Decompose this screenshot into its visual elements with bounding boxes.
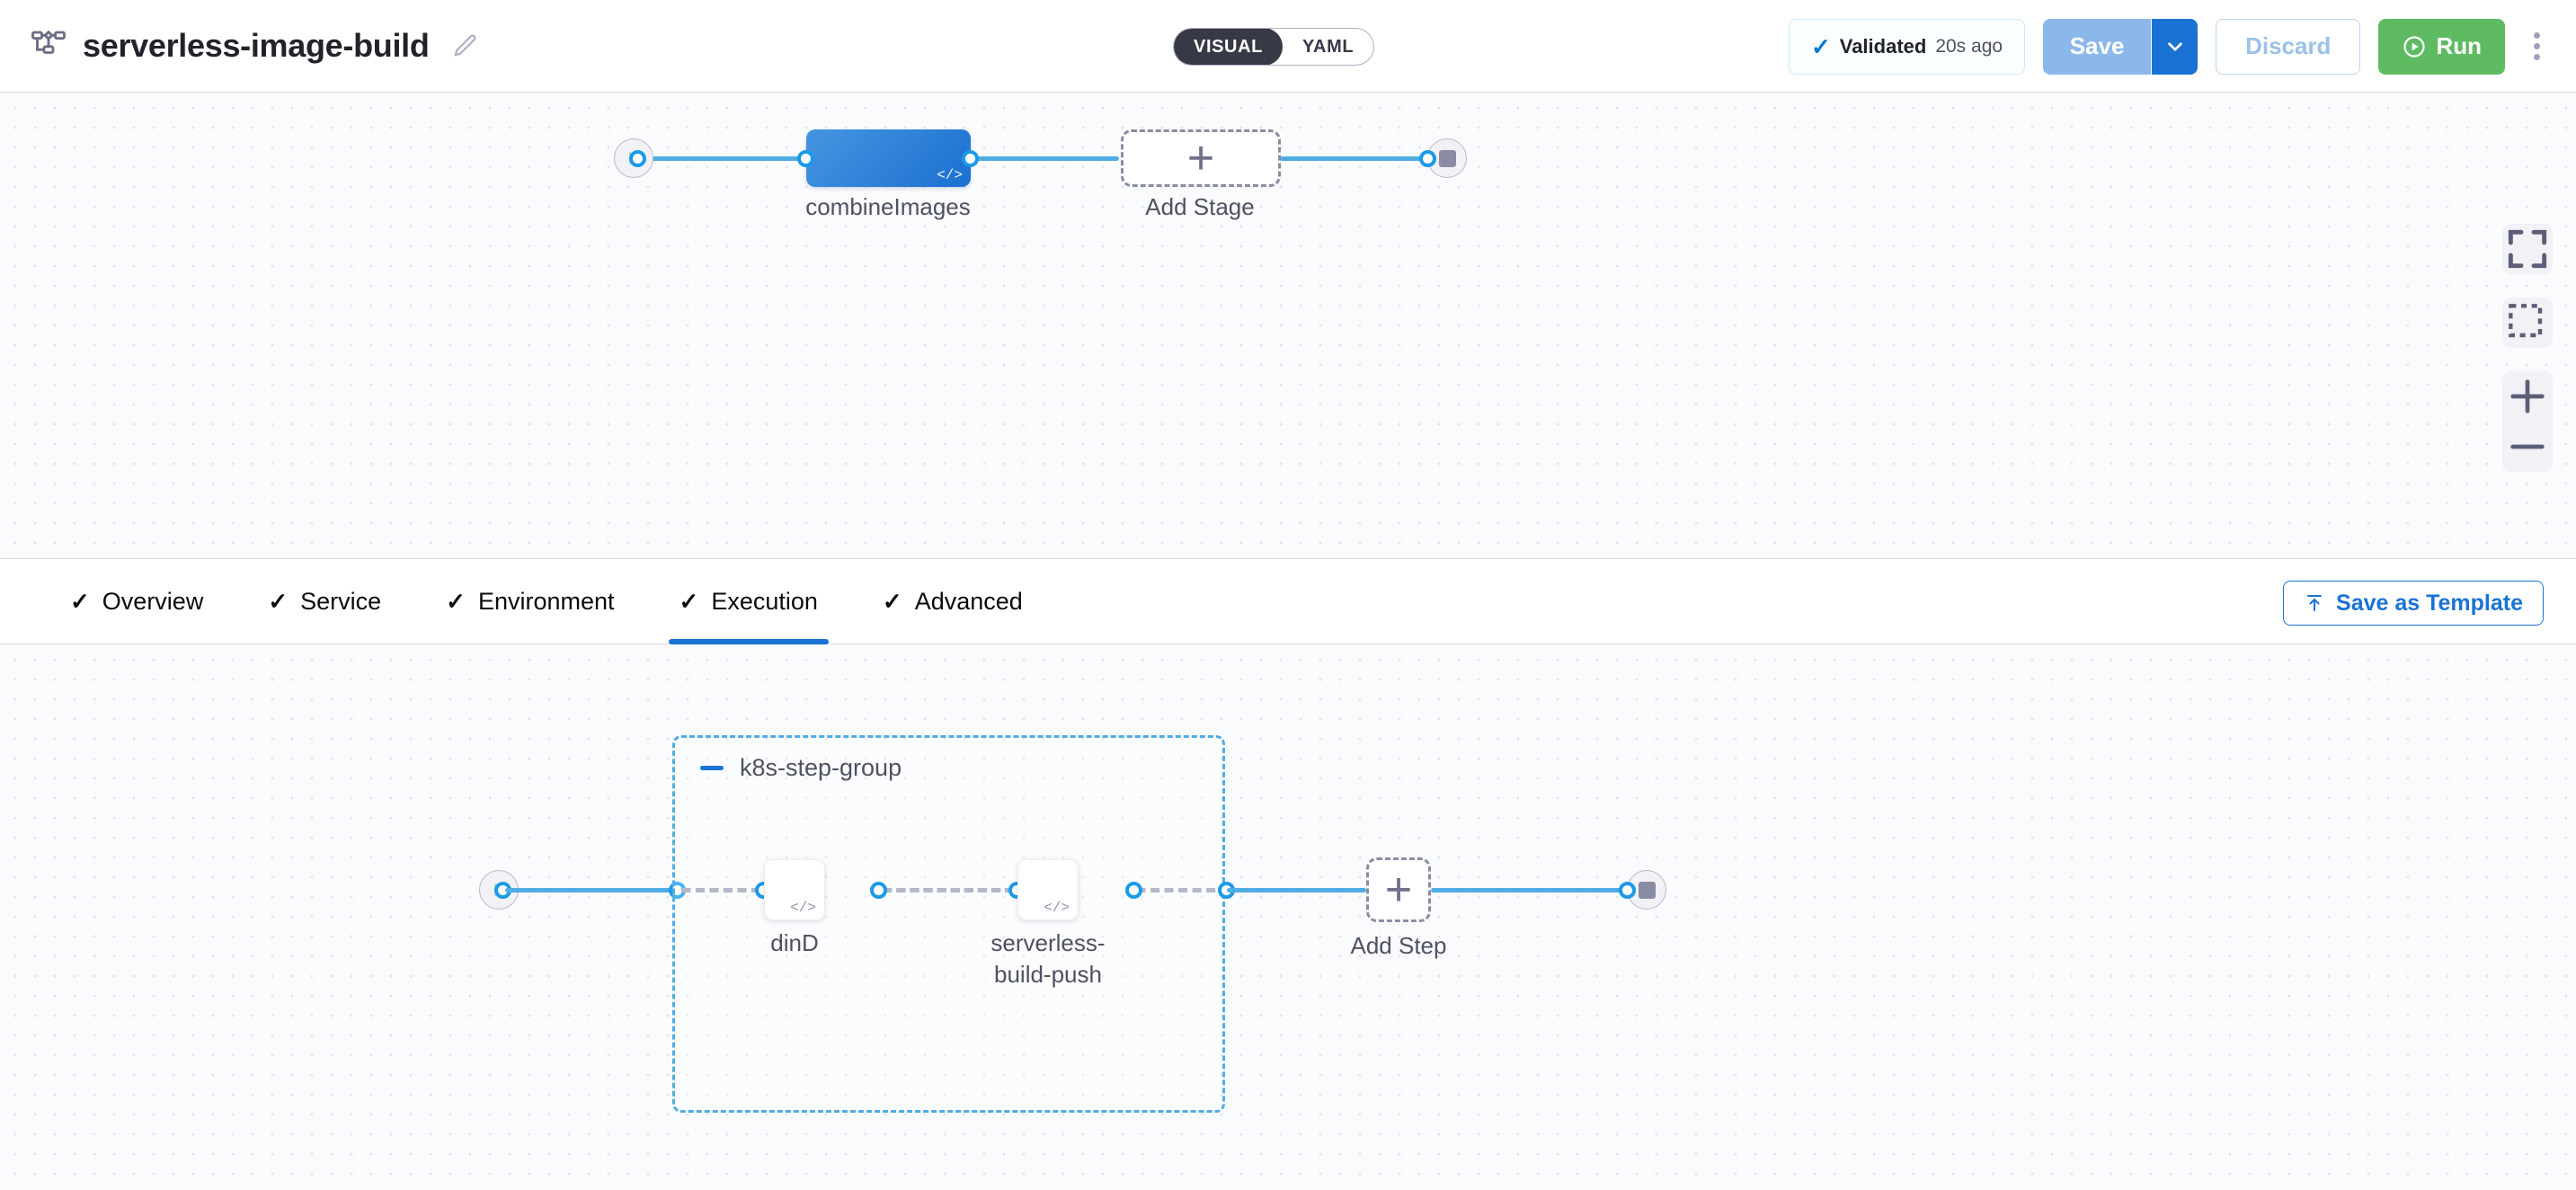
add-stage-label: Add Stage <box>1145 193 1255 220</box>
pipeline-start-node[interactable] <box>614 138 653 178</box>
step-node-serverless-build-push[interactable]: </> <box>1017 859 1079 920</box>
edge-addstep-to-end <box>1431 888 1630 892</box>
edge-start-to-stage <box>640 156 820 161</box>
run-label: Run <box>2436 32 2482 59</box>
port-end-in <box>1419 150 1436 167</box>
port-stage-in <box>797 150 814 167</box>
tab-service[interactable]: ✓ Service <box>235 558 413 644</box>
stage-config-tabs: ✓ Overview ✓ Service ✓ Environment ✓ Exe… <box>0 558 2576 644</box>
zoom-out-button[interactable] <box>2502 422 2553 472</box>
step-group-title: k8s-step-group <box>740 754 902 781</box>
execution-steps-canvas[interactable]: k8s-step-group </> dinD <box>0 644 2576 1190</box>
port-dind-out <box>870 882 887 899</box>
add-step-button[interactable]: + <box>1366 857 1431 922</box>
run-button[interactable]: Run <box>2378 18 2505 75</box>
edge-stage-to-addstage <box>971 156 1119 161</box>
selection-box-button[interactable] <box>2502 298 2553 348</box>
plus-icon: + <box>1384 864 1413 916</box>
step-group-header: k8s-step-group <box>700 754 902 782</box>
visual-yaml-toggle[interactable]: VISUAL YAML <box>1173 28 1375 66</box>
tab-label: Execution <box>711 587 818 615</box>
tab-label: Environment <box>477 587 615 615</box>
save-button[interactable]: Save <box>2043 18 2152 75</box>
save-as-template-button[interactable]: Save as Template <box>2283 581 2544 626</box>
stage-label-combineimages: combineImages <box>805 193 971 220</box>
step-label-serverless-build-push: serverless- build-push <box>990 929 1106 988</box>
plus-icon: + <box>1186 132 1215 184</box>
step-group-k8s[interactable]: k8s-step-group <box>672 735 1225 1113</box>
mode-option-yaml[interactable]: YAML <box>1301 36 1355 57</box>
tab-advanced[interactable]: ✓ Advanced <box>850 558 1055 644</box>
check-icon: ✓ <box>446 588 466 615</box>
check-icon: ✓ <box>70 588 90 615</box>
edge-dind-to-buildpush <box>881 888 1016 892</box>
port-step-end-in <box>1619 882 1636 899</box>
tab-label: Service <box>300 587 382 615</box>
zoom-controls-group <box>2502 371 2553 472</box>
step-code-badge: </> <box>1044 900 1070 916</box>
pencil-icon[interactable] <box>451 32 478 59</box>
tab-environment[interactable]: ✓ Environment <box>413 558 646 644</box>
check-icon: ✓ <box>882 588 902 615</box>
port-buildpush-out <box>1125 882 1142 899</box>
discard-button[interactable]: Discard <box>2216 18 2361 75</box>
edge-group-to-dind <box>680 888 762 892</box>
tab-list: ✓ Overview ✓ Service ✓ Environment ✓ Exe… <box>0 558 1055 644</box>
stop-square-icon <box>1638 881 1656 899</box>
pipeline-diagram-icon <box>31 28 67 64</box>
header-left-group: serverless-image-build <box>0 27 478 65</box>
tab-execution[interactable]: ✓ Execution <box>647 558 850 644</box>
edge-group-to-addstep <box>1227 888 1366 892</box>
check-icon: ✓ <box>268 588 289 615</box>
minus-collapse-icon[interactable] <box>700 766 724 770</box>
port-stage-out <box>962 150 979 167</box>
step-end-node[interactable] <box>1627 870 1666 910</box>
header-actions: ✓ Validated 20s ago Save Discard <box>1788 0 2576 93</box>
validation-status-badge: ✓ Validated 20s ago <box>1788 18 2026 75</box>
tab-label: Advanced <box>914 587 1023 615</box>
zoom-in-button[interactable] <box>2502 371 2553 422</box>
check-icon: ✓ <box>679 588 699 615</box>
fit-to-screen-button[interactable] <box>2502 224 2553 274</box>
stage-graph-canvas[interactable]: </> combineImages + Add Stage <box>0 93 2576 558</box>
chevron-down-icon <box>2165 37 2185 57</box>
kebab-menu-icon[interactable] <box>2523 23 2551 69</box>
step-label-dind: dinD <box>770 929 819 956</box>
stage-node-combineimages[interactable]: </> <box>806 129 971 187</box>
step-code-badge: </> <box>790 900 816 916</box>
validated-time: 20s ago <box>1935 35 2003 57</box>
tab-overview[interactable]: ✓ Overview <box>38 558 235 644</box>
save-split-button[interactable]: Save <box>2043 18 2198 75</box>
stop-square-icon <box>1438 149 1456 167</box>
port-start-out <box>629 150 646 167</box>
app-header: serverless-image-build VISUAL YAML ✓ Val… <box>0 0 2576 93</box>
edge-buildpush-to-groupexit <box>1134 888 1224 892</box>
page-title: serverless-image-build <box>83 27 430 64</box>
stage-canvas-controls <box>2502 224 2553 472</box>
stage-code-badge: </> <box>937 167 963 183</box>
validated-label: Validated <box>1839 34 1927 58</box>
edge-start-to-group <box>505 888 676 892</box>
tab-label: Overview <box>102 587 204 615</box>
step-node-dind[interactable]: </> <box>764 859 825 920</box>
edge-addstage-to-end <box>1280 156 1433 161</box>
template-upload-icon <box>2304 592 2325 614</box>
add-stage-button[interactable]: + <box>1121 129 1281 187</box>
add-step-label: Add Step <box>1350 932 1447 959</box>
save-as-template-label: Save as Template <box>2336 590 2523 616</box>
check-icon: ✓ <box>1810 32 1831 60</box>
mode-option-visual[interactable]: VISUAL <box>1174 29 1283 65</box>
play-circle-icon <box>2402 34 2427 59</box>
save-dropdown-button[interactable] <box>2151 18 2198 75</box>
